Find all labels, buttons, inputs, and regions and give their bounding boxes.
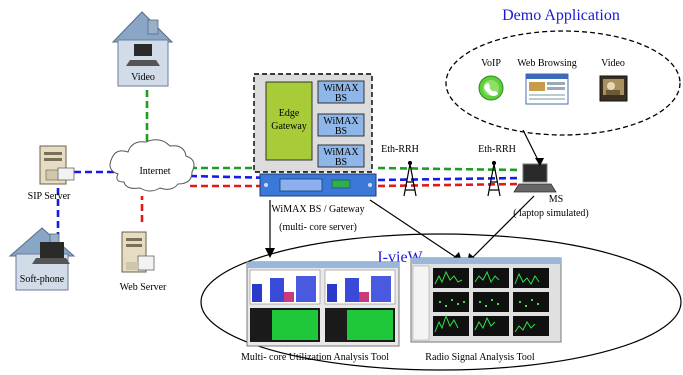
- web-browsing-label: Web Browsing: [517, 58, 576, 69]
- video-house-label: Video: [131, 72, 155, 83]
- internet-cloud-icon: [109, 139, 195, 192]
- voip-label: VoIP: [481, 58, 501, 69]
- edge-gateway-label-line2: Gateway: [271, 121, 307, 132]
- wimax-bs-box-3: [317, 144, 365, 168]
- ms-laptop-icon: [513, 163, 557, 193]
- softphone-label: Soft-phone: [20, 274, 65, 285]
- video-app-label: Video: [601, 58, 625, 69]
- edge-gateway-box: [265, 81, 313, 161]
- wimax-bs-3-line1: WiMAX: [323, 147, 359, 158]
- antenna-tower-right-icon: [487, 160, 501, 197]
- eth-rrh-right-label: Eth-RRH: [478, 144, 516, 155]
- video-house-icon: [111, 11, 174, 87]
- utilization-tool-label: Multi- core Utilization Analysis Tool: [241, 352, 389, 363]
- softphone-house-icon: [8, 227, 76, 291]
- wimax-bs-box-1: [317, 80, 365, 104]
- analysis-arrows: [269, 195, 535, 261]
- eth-rrh-left-label: Eth-RRH: [381, 144, 419, 155]
- voip-icon: [478, 75, 504, 101]
- radio-tool-label: Radio Signal Analysis Tool: [425, 352, 535, 363]
- demo-to-ms-arrow: [522, 129, 544, 166]
- utilization-tool-screenshot: [246, 261, 400, 347]
- multicore-server-icon: [259, 173, 377, 197]
- ms-label: MS: [549, 194, 563, 205]
- sip-server-icon: [39, 145, 75, 185]
- radio-tool-screenshot: [410, 257, 562, 343]
- web-browser-icon: [525, 73, 569, 105]
- server-label-line1: WiMAX BS / Gateway: [271, 204, 364, 215]
- demo-application-ellipse: [445, 30, 681, 136]
- antenna-tower-left-icon: [403, 160, 417, 197]
- server-label-line2: (multi- core server): [279, 222, 357, 233]
- wimax-bs-3-line2: BS: [335, 157, 347, 168]
- internet-label: Internet: [139, 166, 170, 177]
- web-server-label: Web Server: [120, 282, 167, 293]
- wimax-bs-2-line1: WiMAX: [323, 116, 359, 127]
- web-server-icon: [121, 231, 155, 273]
- wimax-bs-2-line2: BS: [335, 126, 347, 137]
- wimax-bs-1-line1: WiMAX: [323, 83, 359, 94]
- video-thumbnail-icon: [599, 75, 628, 102]
- arrow-head-util: [265, 248, 275, 258]
- wimax-bs-1-line2: BS: [335, 93, 347, 104]
- ms-note: ( laptop simulated): [513, 208, 589, 219]
- sip-server-label: SIP Server: [28, 191, 71, 202]
- iview-ellipse: [200, 233, 682, 371]
- wimax-rack: [253, 73, 373, 173]
- demo-application-title: Demo Application: [502, 7, 620, 24]
- wimax-bs-box-2: [317, 113, 365, 137]
- edge-gateway-label-line1: Edge: [279, 108, 300, 119]
